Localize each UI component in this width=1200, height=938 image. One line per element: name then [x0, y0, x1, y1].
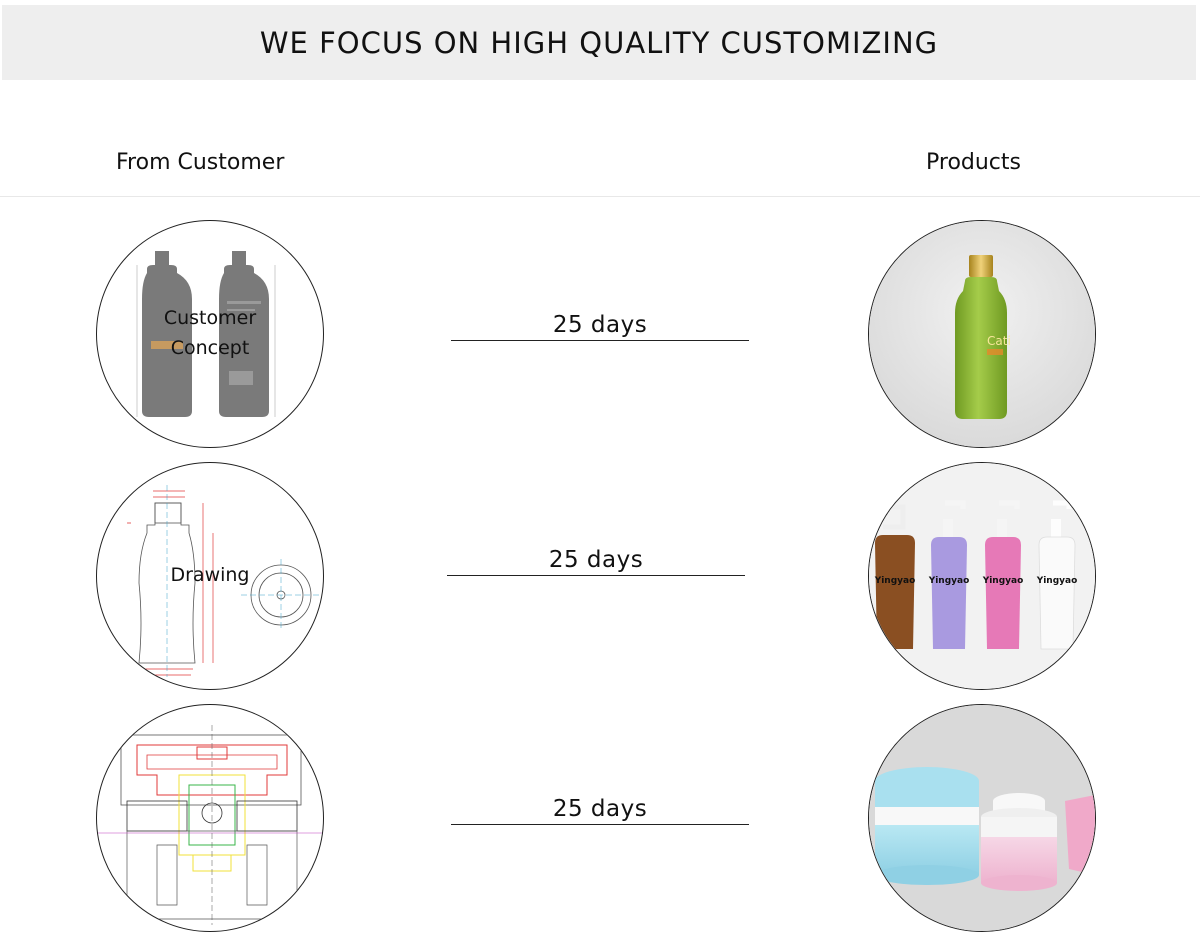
brand-label-3: Yingyao [982, 576, 1024, 586]
lead-time-1: 25 days [552, 312, 648, 338]
product-image-pump-bottles: Yingyao Yingyao Yingyao Yingyao [868, 462, 1096, 690]
lead-time-line-2 [447, 575, 745, 576]
header-banner: WE FOCUS ON HIGH QUALITY CUSTOMIZING [2, 5, 1196, 80]
brand-label-2: Yingyao [928, 576, 970, 586]
mould-cad-illustration [97, 725, 323, 925]
brand-label-1: Yingyao [874, 576, 916, 586]
lead-time-2: 25 days [548, 547, 644, 573]
lead-time-line-3 [451, 824, 749, 825]
page-title: WE FOCUS ON HIGH QUALITY CUSTOMIZING [259, 25, 939, 60]
mould-cad-image [96, 704, 324, 932]
header-divider [0, 196, 1200, 197]
product-brand-text: Cati [987, 334, 1011, 348]
lead-time-line-1 [451, 340, 749, 341]
cream-jars-illustration [869, 705, 1095, 931]
drawing-image: Drawing [96, 462, 324, 690]
stage-label-drawing: Drawing [170, 564, 250, 586]
green-bottle-illustration: Cati [869, 221, 1095, 447]
lead-time-3: 25 days [552, 796, 648, 822]
pump-bottles-illustration: Yingyao Yingyao Yingyao Yingyao [869, 463, 1095, 689]
brand-label-4: Yingyao [1036, 576, 1078, 586]
product-image-cream-jars [868, 704, 1096, 932]
column-heading-products: Products [926, 150, 1021, 175]
concept-bottles-illustration [136, 251, 276, 417]
product-image-green-bottle: Cati [868, 220, 1096, 448]
technical-drawing-illustration [127, 485, 321, 677]
column-heading-from-customer: From Customer [116, 150, 285, 175]
